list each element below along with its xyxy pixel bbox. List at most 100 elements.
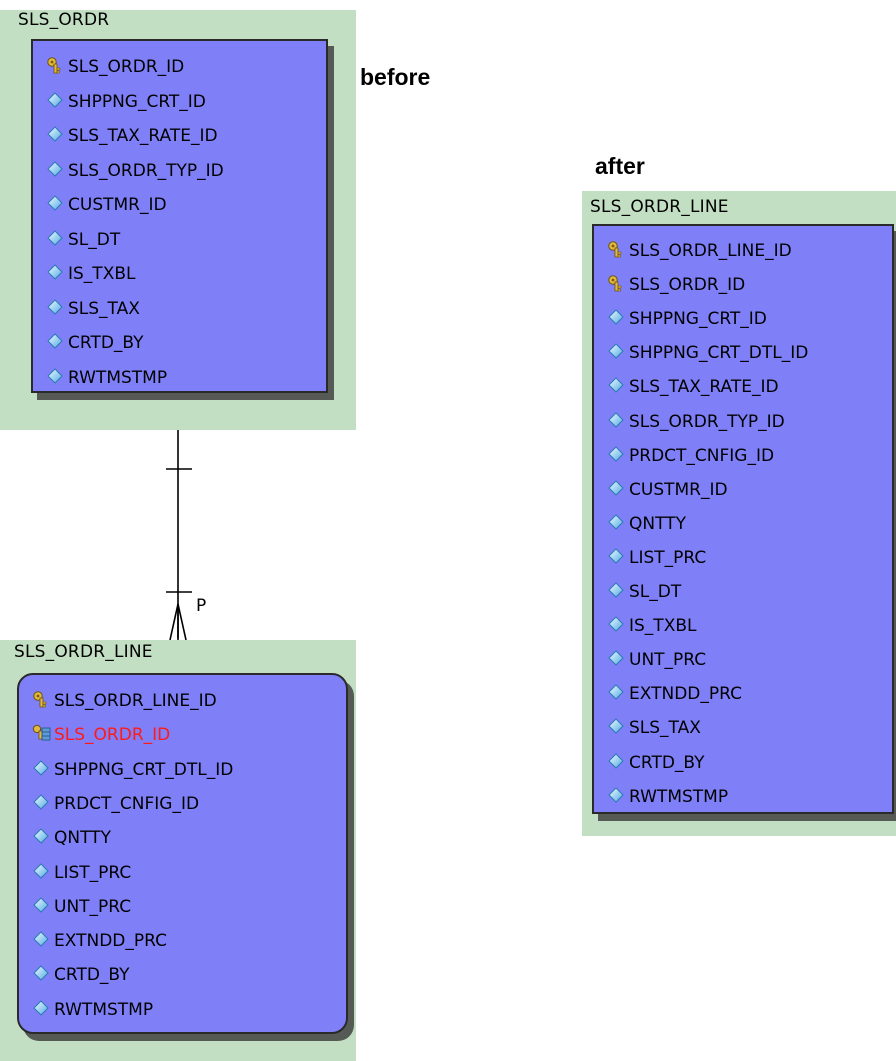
column-crtd-by[interactable]: CRTD_BY	[45, 326, 144, 360]
column-label: SL_DT	[629, 582, 682, 602]
column-label: SLS_ORDR_ID	[629, 275, 746, 296]
attribute-diamond-icon	[606, 479, 626, 497]
column-label: SLS_ORDR_LINE_ID	[629, 241, 792, 261]
column-sls-tax-rate-id[interactable]: SLS_TAX_RATE_ID	[606, 370, 779, 404]
column-label: RWTMSTMP	[629, 786, 729, 807]
column-label: LIST_PRC	[54, 862, 132, 883]
column-label: UNT_PRC	[629, 650, 707, 671]
column-sls-tax[interactable]: SLS_TAX	[45, 292, 140, 326]
attribute-diamond-icon	[45, 160, 65, 178]
column-label: IS_TXBL	[629, 616, 697, 637]
column-unt-prc[interactable]: UNT_PRC	[606, 643, 706, 677]
column-label: CRTD_BY	[629, 752, 705, 773]
column-shppng-crt-dtl-id[interactable]: SHPPNG_CRT_DTL_ID	[31, 753, 233, 787]
column-label: QNTTY	[629, 513, 686, 534]
column-crtd-by[interactable]: CRTD_BY	[31, 958, 130, 992]
column-label: EXTNDD_PRC	[54, 931, 167, 952]
column-extndd-prc[interactable]: EXTNDD_PRC	[606, 677, 742, 711]
column-list-prc[interactable]: LIST_PRC	[606, 541, 706, 575]
attribute-diamond-icon	[31, 793, 51, 811]
column-is-txbl[interactable]: IS_TXBL	[606, 609, 696, 643]
column-sls-tax-rate-id[interactable]: SLS_TAX_RATE_ID	[45, 119, 218, 153]
column-label: SLS_TAX	[68, 298, 140, 319]
column-label: SHPPNG_CRT_ID	[629, 309, 767, 330]
column-label: RWTMSTMP	[54, 999, 154, 1020]
column-label: PRDCT_CNFIG_ID	[54, 793, 200, 814]
attribute-diamond-icon	[45, 229, 65, 247]
column-label: CUSTMR_ID	[629, 479, 728, 500]
column-shppng-crt-dtl-id[interactable]: SHPPNG_CRT_DTL_ID	[606, 336, 808, 370]
column-list-prc[interactable]: LIST_PRC	[31, 856, 131, 890]
column-label: IS_TXBL	[68, 264, 136, 284]
attribute-diamond-icon	[606, 547, 626, 565]
column-custmr-id[interactable]: CUSTMR_ID	[606, 473, 728, 507]
entity-title-sls-ordr-line-before: SLS_ORDR_LINE	[14, 642, 153, 662]
attribute-diamond-icon	[45, 298, 65, 316]
key-icon	[45, 56, 65, 74]
column-label: SLS_ORDR_TYP_ID	[629, 411, 785, 432]
column-sls-ordr-line-id[interactable]: SLS_ORDR_LINE_ID	[606, 234, 792, 268]
attribute-diamond-icon	[606, 411, 626, 429]
column-sls-ordr-id[interactable]: SLS_ORDR_ID	[606, 268, 745, 302]
column-label: SL_DT	[68, 229, 121, 250]
attribute-diamond-icon	[45, 367, 65, 385]
attribute-diamond-icon	[31, 999, 51, 1017]
column-rwtmstmp[interactable]: RWTMSTMP	[45, 361, 167, 395]
column-label: CUSTMR_ID	[68, 195, 167, 215]
column-label: SLS_TAX	[629, 718, 701, 739]
column-rwtmstmp[interactable]: RWTMSTMP	[31, 993, 153, 1027]
column-shppng-crt-id[interactable]: SHPPNG_CRT_ID	[45, 85, 206, 119]
column-label: SLS_ORDR_TYP_ID	[68, 160, 224, 181]
column-sls-ordr-id[interactable]: SLS_ORDR_ID	[45, 50, 184, 84]
key-icon	[606, 240, 626, 258]
attribute-diamond-icon	[31, 827, 51, 845]
column-sls-ordr-typ-id[interactable]: SLS_ORDR_TYP_ID	[45, 154, 224, 188]
column-label: UNT_PRC	[54, 896, 132, 917]
column-label: QNTTY	[54, 828, 111, 849]
column-is-txbl[interactable]: IS_TXBL	[45, 257, 135, 291]
column-label: LIST_PRC	[629, 547, 707, 568]
attribute-diamond-icon	[31, 896, 51, 914]
column-label: RWTMSTMP	[68, 367, 168, 388]
foreign-key-icon	[31, 724, 51, 742]
attribute-diamond-icon	[606, 445, 626, 463]
attribute-diamond-icon	[31, 930, 51, 948]
column-sl-dt[interactable]: SL_DT	[606, 575, 681, 609]
attribute-diamond-icon	[606, 649, 626, 667]
column-shppng-crt-id[interactable]: SHPPNG_CRT_ID	[606, 302, 767, 336]
attribute-diamond-icon	[31, 759, 51, 777]
column-label: PRDCT_CNFIG_ID	[629, 445, 775, 466]
column-label: SLS_TAX_RATE_ID	[68, 126, 218, 146]
column-sl-dt[interactable]: SL_DT	[45, 223, 120, 257]
column-crtd-by[interactable]: CRTD_BY	[606, 746, 705, 780]
attribute-diamond-icon	[606, 615, 626, 633]
attribute-diamond-icon	[606, 786, 626, 804]
attribute-diamond-icon	[606, 308, 626, 326]
entity-sls-ordr-line-after[interactable]: SLS_ORDR_LINE_ID SLS_ORDR_ID SHPPNG_CRT_ID…	[592, 224, 894, 814]
column-sls-ordr-id[interactable]: SLS_ORDR_ID	[31, 718, 170, 752]
relationship-line	[166, 430, 192, 641]
column-unt-prc[interactable]: UNT_PRC	[31, 890, 131, 924]
column-qntty[interactable]: QNTTY	[606, 507, 686, 541]
attribute-diamond-icon	[45, 332, 65, 350]
column-qntty[interactable]: QNTTY	[31, 821, 111, 855]
attribute-diamond-icon	[606, 752, 626, 770]
column-sls-ordr-line-id[interactable]: SLS_ORDR_LINE_ID	[31, 684, 217, 718]
relationship-label: P	[196, 596, 207, 616]
attribute-diamond-icon	[606, 683, 626, 701]
column-sls-ordr-typ-id[interactable]: SLS_ORDR_TYP_ID	[606, 405, 785, 439]
attribute-diamond-icon	[31, 862, 51, 880]
column-custmr-id[interactable]: CUSTMR_ID	[45, 188, 167, 222]
before-label: before	[360, 64, 431, 90]
column-rwtmstmp[interactable]: RWTMSTMP	[606, 780, 728, 814]
column-extndd-prc[interactable]: EXTNDD_PRC	[31, 924, 167, 958]
after-label: after	[595, 153, 645, 179]
column-sls-tax[interactable]: SLS_TAX	[606, 711, 701, 745]
column-label: CRTD_BY	[54, 965, 130, 986]
column-label: SLS_ORDR_LINE_ID	[54, 691, 217, 711]
column-prdct-cnfig-id[interactable]: PRDCT_CNFIG_ID	[606, 439, 774, 473]
column-prdct-cnfig-id[interactable]: PRDCT_CNFIG_ID	[31, 787, 199, 821]
